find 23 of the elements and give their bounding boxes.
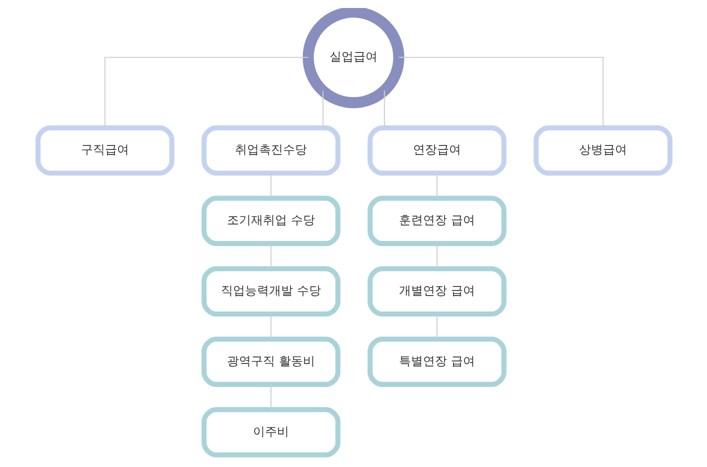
node-box: 연장급여 — [367, 125, 506, 176]
node-circle: 실업급여 — [302, 8, 404, 108]
node-box: 조기재취업 수당 — [201, 196, 340, 246]
node-box: 직업능력개발 수당 — [201, 266, 340, 317]
node-box: 취업촉진수당 — [201, 125, 340, 176]
connector — [270, 384, 271, 410]
connector — [398, 56, 604, 128]
connector — [322, 91, 324, 128]
connector — [270, 314, 271, 339]
connector — [270, 244, 271, 268]
node-box: 개별연장 급여 — [367, 266, 506, 317]
connector — [436, 173, 438, 198]
node-box: 훈련연장 급여 — [367, 196, 506, 246]
node-box: 특별연장 급여 — [367, 336, 506, 387]
node-box: 광역구직 활동비 — [201, 336, 340, 387]
connector — [436, 244, 438, 268]
node-box: 구직급여 — [35, 125, 174, 176]
connector — [270, 173, 271, 198]
connector — [383, 90, 384, 128]
connector — [436, 314, 438, 339]
node-box: 상병급여 — [533, 125, 672, 176]
node-box: 이주비 — [201, 407, 340, 458]
connector — [104, 56, 308, 128]
